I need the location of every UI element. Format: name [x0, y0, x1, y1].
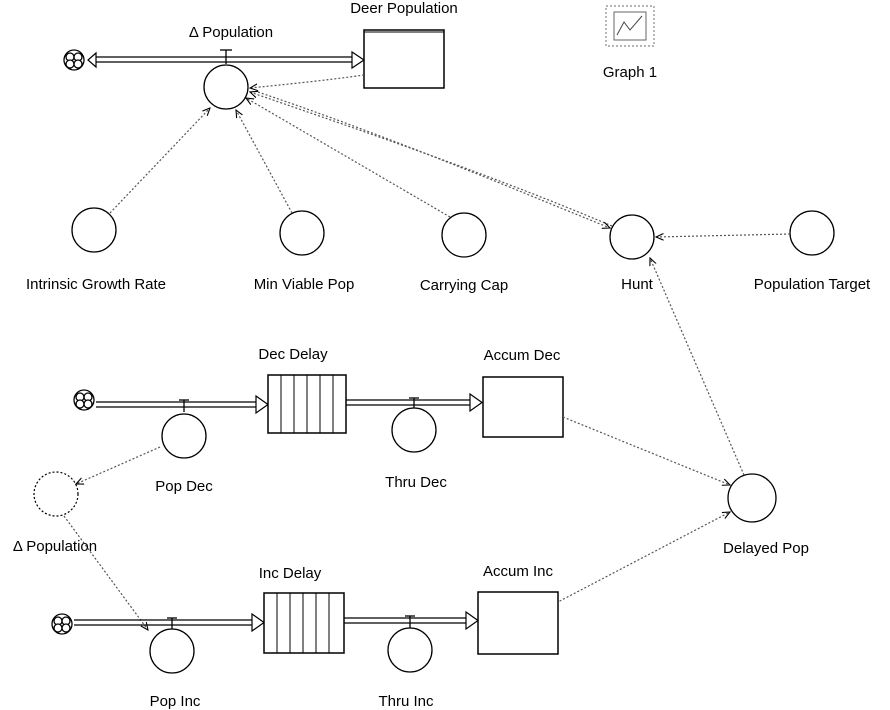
- thru-dec-label: Thru Dec: [385, 474, 447, 491]
- delta-population-flow[interactable]: [87, 49, 366, 70]
- min-viable-pop-label: Min Viable Pop: [254, 276, 355, 293]
- min-viable-pop-converter[interactable]: [279, 210, 325, 256]
- pop-dec-label: Pop Dec: [155, 478, 213, 495]
- thru-inc-label: Thru Inc: [378, 693, 434, 710]
- thru-inc-flow[interactable]: [344, 610, 480, 631]
- connector-minviable-to-delta: [236, 110, 293, 214]
- population-target-converter[interactable]: [789, 210, 835, 256]
- pop-inc-converter[interactable]: [149, 628, 195, 674]
- connector-accuminc-to-delayed: [555, 512, 730, 604]
- pop-dec-flow[interactable]: [96, 394, 270, 415]
- thru-dec-converter[interactable]: [391, 407, 437, 453]
- dec-delay-label: Dec Delay: [258, 346, 328, 363]
- carrying-cap-converter[interactable]: [441, 212, 487, 258]
- connector-target-to-hunt: [656, 234, 791, 237]
- thru-dec-flow[interactable]: [346, 392, 484, 413]
- population-target-label: Population Target: [754, 276, 871, 293]
- pop-inc-flow[interactable]: [74, 612, 266, 633]
- graph-label: Graph 1: [603, 64, 657, 81]
- delayed-pop-converter[interactable]: [727, 473, 777, 523]
- connector-growth-to-delta: [109, 108, 210, 214]
- delayed-pop-label: Delayed Pop: [723, 540, 809, 557]
- deer-population-label: Deer Population: [350, 0, 458, 17]
- hunt-label: Hunt: [621, 276, 654, 293]
- thru-inc-converter[interactable]: [387, 627, 433, 673]
- connector-delayed-to-hunt: [650, 258, 745, 476]
- graph-icon[interactable]: [605, 5, 655, 47]
- connector-popdec-to-ghost: [76, 446, 161, 484]
- pop-dec-converter[interactable]: [161, 413, 207, 459]
- deer-population-stock[interactable]: [363, 29, 445, 89]
- pop-inc-label: Pop Inc: [150, 693, 201, 710]
- hunt-converter[interactable]: [609, 214, 655, 260]
- intrinsic-growth-rate-converter[interactable]: [71, 207, 117, 253]
- delta-population-label: Δ Population: [189, 24, 273, 41]
- connector-carrying-to-delta: [246, 98, 451, 218]
- connector-ghost-to-popinc: [63, 515, 148, 630]
- intrinsic-growth-rate-label: Intrinsic Growth Rate: [26, 276, 166, 293]
- accum-dec-label: Accum Dec: [484, 347, 561, 364]
- dec-delay-conveyor[interactable]: [267, 374, 347, 434]
- delta-population-ghost-label: Δ Population: [13, 538, 97, 555]
- accum-inc-stock[interactable]: [477, 591, 559, 655]
- inc-delay-label: Inc Delay: [259, 565, 322, 582]
- delta-population-ghost[interactable]: [33, 471, 79, 517]
- connector-deer-to-hunt: [257, 91, 610, 228]
- connector-accumdec-to-delayed: [562, 416, 730, 485]
- inc-delay-conveyor[interactable]: [263, 592, 345, 654]
- accum-inc-label: Accum Inc: [483, 563, 554, 580]
- cloud-source-icon: [63, 49, 85, 71]
- accum-dec-stock[interactable]: [482, 376, 564, 438]
- connector-hunt-to-delta: [250, 92, 613, 227]
- carrying-cap-label: Carrying Cap: [420, 277, 508, 294]
- cloud-dec-icon: [73, 389, 95, 411]
- cloud-inc-icon: [51, 613, 73, 635]
- delta-population-converter[interactable]: [203, 64, 249, 110]
